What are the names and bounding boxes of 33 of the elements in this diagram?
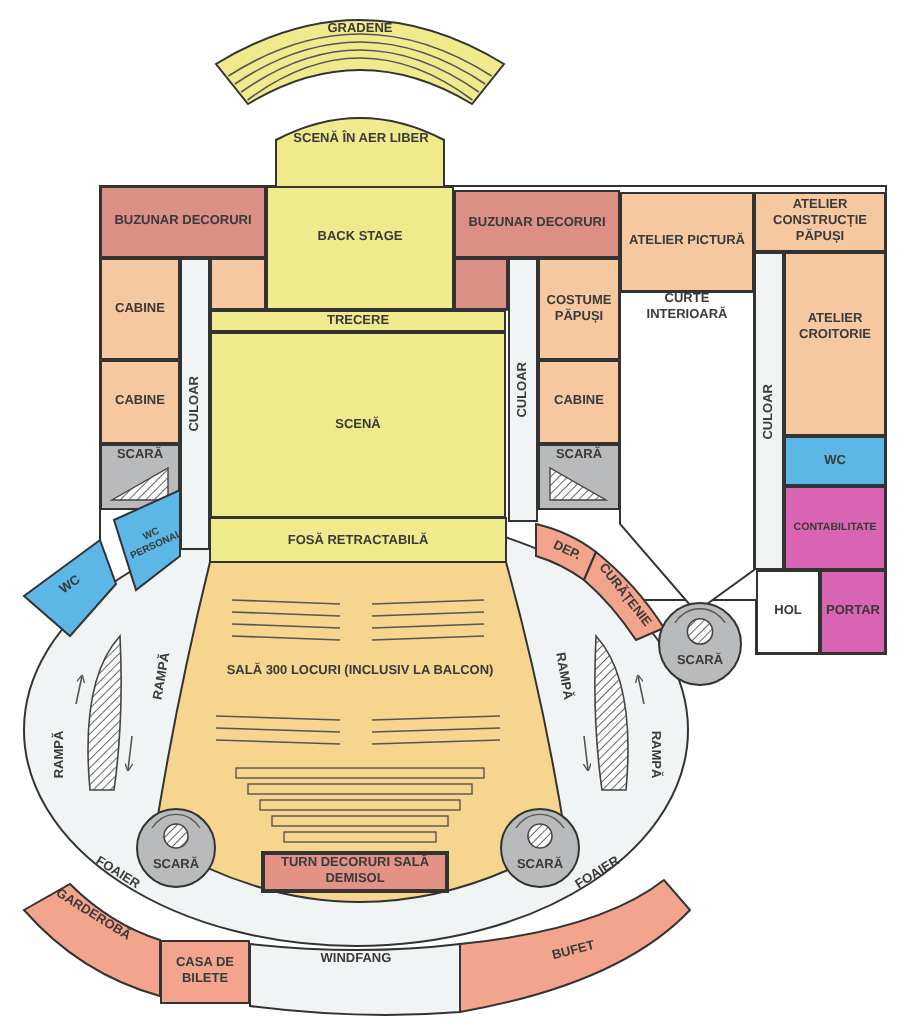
room <box>784 252 886 436</box>
room <box>100 186 266 258</box>
room <box>262 852 448 892</box>
staircase <box>100 444 180 510</box>
staircase <box>136 808 216 888</box>
room <box>100 258 180 360</box>
room <box>820 570 886 654</box>
stage <box>210 332 506 518</box>
staircase <box>658 602 742 686</box>
vestibule <box>248 940 464 1020</box>
staircase <box>538 444 620 510</box>
room <box>112 488 184 592</box>
passage <box>210 310 506 332</box>
corridor <box>508 258 538 522</box>
backstage-area <box>266 186 454 310</box>
room <box>100 360 180 444</box>
hall <box>756 570 820 654</box>
room <box>754 192 886 252</box>
room <box>620 192 754 292</box>
room <box>580 548 668 644</box>
corridor <box>754 252 784 570</box>
room <box>22 534 118 638</box>
room <box>160 940 250 1004</box>
corridor <box>180 258 210 550</box>
orchestra-pit <box>210 518 506 566</box>
room <box>784 486 886 570</box>
room <box>210 258 266 310</box>
open-air-stage <box>276 112 446 188</box>
room <box>784 436 886 486</box>
room <box>454 190 620 258</box>
room <box>538 360 620 444</box>
room <box>454 258 508 310</box>
room <box>538 258 620 360</box>
